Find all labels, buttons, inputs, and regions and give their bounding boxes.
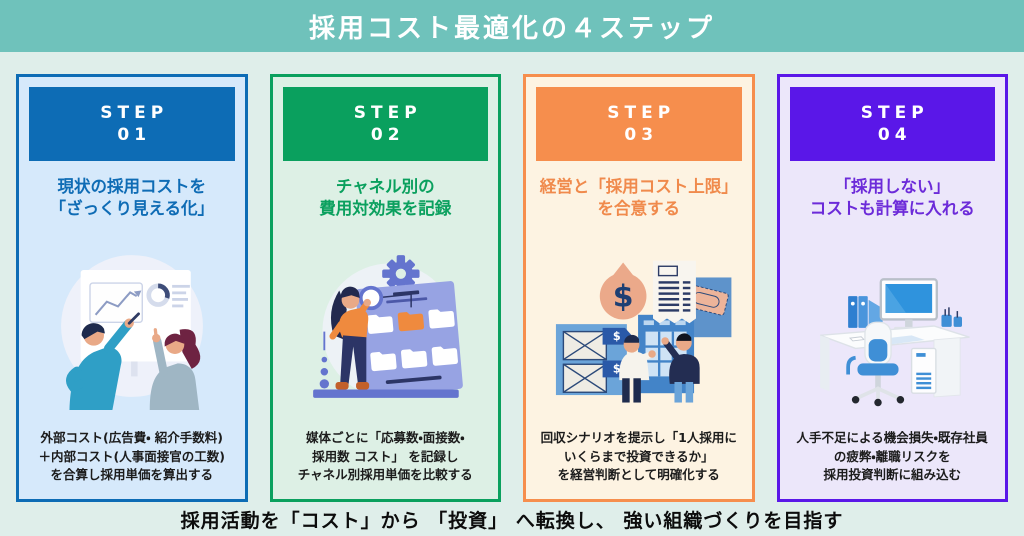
page-title: 採用コスト最適化の４ステップ	[308, 13, 715, 44]
step-01-header: STEP 01	[29, 87, 235, 161]
step-number: 01	[117, 125, 152, 145]
svg-text:$: $	[613, 363, 621, 376]
budget-agreement-illustration: $ $ $	[526, 224, 752, 429]
step-title: 「採用しない」 コストも計算に入れる	[809, 177, 975, 219]
steps-row: STEP 01 現状の採用コストを 「ざっくり見える化」	[0, 52, 1024, 502]
svg-text:$: $	[612, 280, 633, 315]
step-label: STEP	[353, 103, 422, 123]
step-label: STEP	[860, 103, 929, 123]
step-description: 回収シナリオを提示し「1人採用に いくらまで投資できるか」 を経営判断として明確…	[540, 429, 737, 483]
step-03-header: STEP 03	[536, 87, 742, 161]
step-card-03: STEP 03 経営と「採用コスト上限」 を合意する $	[523, 74, 755, 502]
step-title: 現状の採用コストを 「ざっくり見える化」	[49, 177, 214, 219]
page-header: 採用コスト最適化の４ステップ	[0, 0, 1024, 52]
step-card-04: STEP 04 「採用しない」 コストも計算に入れる	[776, 74, 1008, 502]
page-footer: 採用活動を「コスト」から 「投資」 へ転換し、 強い組織づくりを目指す	[0, 502, 1024, 536]
step-card-01: STEP 01 現状の採用コストを 「ざっくり見える化」	[16, 74, 248, 502]
step-label: STEP	[607, 103, 676, 123]
footer-text: 採用活動を「コスト」から 「投資」 へ転換し、 強い組織づくりを目指す	[180, 509, 844, 532]
step-number: 02	[370, 125, 405, 145]
whiteboard-discussion-illustration	[19, 224, 245, 429]
step-number: 04	[877, 125, 912, 145]
step-label: STEP	[100, 103, 169, 123]
step-title: チャネル別の 費用対効果を記録	[319, 177, 452, 219]
step-number: 03	[624, 125, 659, 145]
step-04-header: STEP 04	[789, 87, 995, 161]
step-title: 経営と「採用コスト上限」 を合意する	[539, 177, 738, 219]
step-description: 外部コスト(広告費・ 紹介手数料) ＋内部コスト(人事面接官の工数) を合算し採…	[38, 429, 225, 483]
empty-desk-illustration	[780, 224, 1006, 429]
step-description: 媒体ごとに「応募数・面接数・ 採用数 コスト」 を記録し チャネル別採用単価を比…	[297, 429, 473, 483]
svg-text:$: $	[613, 330, 621, 343]
folder-board-audit-illustration	[273, 224, 499, 429]
step-card-02: STEP 02 チャネル別の 費用対効果を記録	[269, 74, 501, 502]
step-02-header: STEP 02	[282, 87, 488, 161]
step-description: 人手不足による機会損失・既存社員 の疲弊・離職リスクを 採用投資判断に組み込む	[796, 429, 988, 483]
